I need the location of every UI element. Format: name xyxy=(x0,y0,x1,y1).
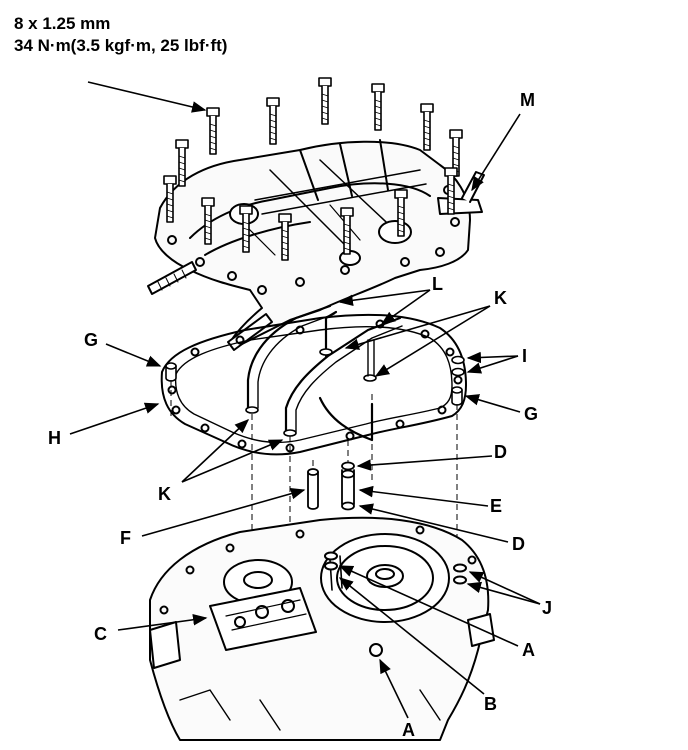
callout-e: E xyxy=(490,496,502,516)
o-rings xyxy=(245,339,377,437)
bolt xyxy=(371,83,385,131)
callout-a-right: A xyxy=(522,640,535,660)
gasket xyxy=(160,313,467,456)
cover-bolts xyxy=(163,77,463,261)
bolt-size-spec: 8 x 1.25 mm xyxy=(14,14,111,33)
bolt xyxy=(163,175,177,223)
bolt xyxy=(318,77,332,125)
bolt xyxy=(201,197,215,245)
bolt xyxy=(206,107,220,155)
bolt xyxy=(420,103,434,151)
callout-k-top: K xyxy=(494,288,507,308)
torque-spec: 34 N·m(3.5 kgf·m, 25 lbf·ft) xyxy=(14,36,228,55)
callout-f: F xyxy=(120,528,131,548)
dowel-and-pipe xyxy=(307,461,355,511)
callout-l: L xyxy=(432,274,443,294)
bolt xyxy=(449,129,463,177)
callout-d-bottom: D xyxy=(512,534,525,554)
callout-a-bottom: A xyxy=(402,720,415,740)
transmission-case xyxy=(149,516,495,741)
callout-c: C xyxy=(94,624,107,644)
bolt xyxy=(266,97,280,145)
callout-i: I xyxy=(522,346,527,366)
callout-h: H xyxy=(48,428,61,448)
bolt xyxy=(444,167,458,215)
callout-b: B xyxy=(484,694,497,714)
bolt xyxy=(239,205,253,253)
callout-d-top: D xyxy=(494,442,507,462)
dowel-pins xyxy=(165,355,465,406)
callout-m: M xyxy=(520,90,535,110)
leader-lines xyxy=(69,81,541,719)
bolt xyxy=(175,139,189,187)
bolt xyxy=(394,189,408,237)
callout-g-left: G xyxy=(84,330,98,350)
bolt xyxy=(340,207,354,255)
callout-g-right: G xyxy=(524,404,538,424)
callout-labels: M L K G I H G D K E F D J C A B A xyxy=(48,90,552,740)
callout-k-bottom: K xyxy=(158,484,171,504)
bolt xyxy=(278,213,292,261)
callout-j: J xyxy=(542,598,552,618)
